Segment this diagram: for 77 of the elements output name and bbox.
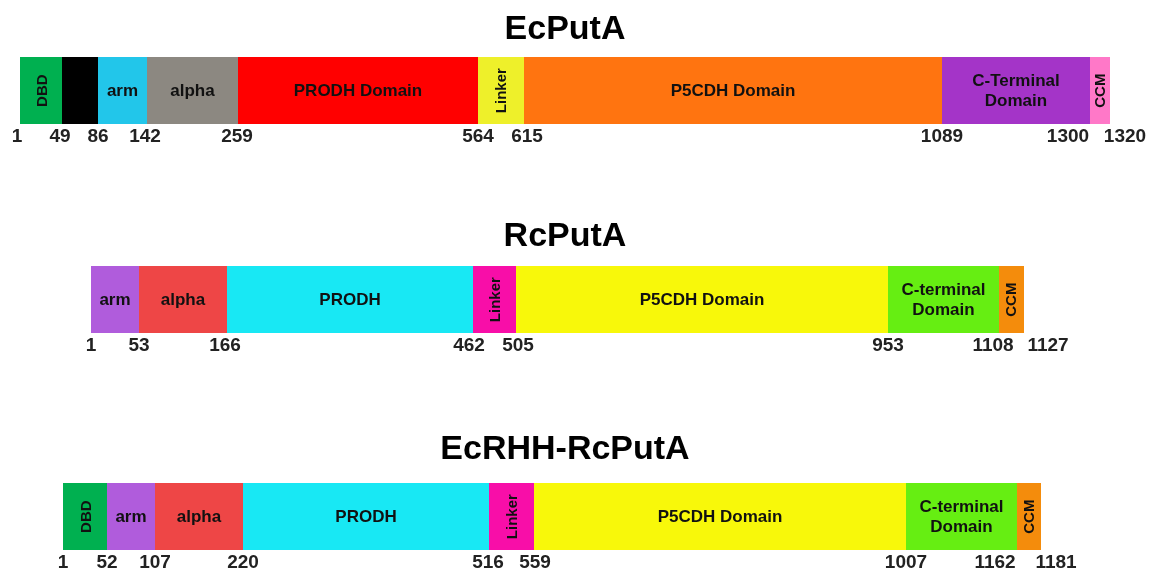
residue-number: 564 xyxy=(462,125,494,147)
domain-segment xyxy=(524,57,942,124)
residue-number: 142 xyxy=(129,125,161,147)
domain-segment xyxy=(1017,483,1041,550)
domain-label: alpha xyxy=(170,80,215,101)
residue-number: 259 xyxy=(221,125,253,147)
domain-label: arm xyxy=(115,506,147,527)
domain-segment xyxy=(1090,57,1110,124)
residue-number: 107 xyxy=(139,551,171,573)
domain-label: alpha xyxy=(160,289,206,310)
domain-label: C-terminal Domain xyxy=(918,496,1005,537)
residue-number: 52 xyxy=(96,551,118,573)
residue-number: 1300 xyxy=(1046,125,1090,147)
domain-segment xyxy=(888,266,999,333)
domain-segment xyxy=(91,266,139,333)
domain-segment xyxy=(98,57,147,124)
domain-label: alpha xyxy=(176,506,222,527)
residue-number: 559 xyxy=(519,551,551,573)
residue-number: 615 xyxy=(511,125,543,147)
domain-segment xyxy=(473,266,516,333)
vertical-domain-label: Linker xyxy=(492,68,510,113)
residue-number: 53 xyxy=(128,334,150,356)
residue-number: 1320 xyxy=(1103,125,1147,147)
residue-number: 953 xyxy=(872,334,904,356)
domain-segment xyxy=(478,57,524,124)
domain-bar xyxy=(62,57,98,124)
domain-label: P5CDH Domain xyxy=(657,506,783,527)
domain-label: P5CDH Domain xyxy=(670,80,796,101)
domain-label: PRODH xyxy=(335,506,397,527)
domain-segment xyxy=(534,483,906,550)
residue-number: 1127 xyxy=(1027,334,1069,356)
domain-segment xyxy=(147,57,238,124)
domain-label: PRODH xyxy=(319,289,381,310)
residue-number: 86 xyxy=(87,125,109,147)
domain-segment xyxy=(516,266,888,333)
protein-title: RcPutA xyxy=(503,215,627,254)
domain-label: arm xyxy=(106,80,139,101)
domain-segment xyxy=(942,57,1090,124)
domain-segment xyxy=(20,57,62,124)
residue-number: 166 xyxy=(209,334,241,356)
vertical-domain-label: Linker xyxy=(502,494,521,539)
residue-number: 462 xyxy=(453,334,485,356)
domain-segment xyxy=(63,483,107,550)
vertical-domain-label: DBD xyxy=(76,500,94,533)
residue-number: 1162 xyxy=(974,551,1016,573)
residue-number: 1007 xyxy=(884,551,928,573)
protein-title: EcRHH-RcPutA xyxy=(440,428,690,467)
residue-number: 1181 xyxy=(1035,551,1077,573)
domain-segment xyxy=(999,266,1024,333)
residue-number: 1108 xyxy=(972,334,1014,356)
residue-number: 505 xyxy=(502,334,534,356)
vertical-domain-label: DBD xyxy=(32,74,50,107)
domain-label: P5CDH Domain xyxy=(639,289,765,310)
domain-segment xyxy=(243,483,489,550)
residue-number: 516 xyxy=(472,551,504,573)
domain-segment xyxy=(107,483,155,550)
protein-title: EcPutA xyxy=(504,8,626,47)
domain-label: PRODH Domain xyxy=(293,80,423,101)
vertical-domain-label: CCM xyxy=(1020,499,1038,534)
domain-label: C-terminal Domain xyxy=(900,279,987,320)
domain-segment xyxy=(155,483,243,550)
domain-segment xyxy=(489,483,534,550)
vertical-domain-label: Linker xyxy=(485,277,504,322)
domain-segment xyxy=(227,266,473,333)
residue-number: 1089 xyxy=(920,125,964,147)
vertical-domain-label: CCM xyxy=(1091,73,1109,108)
domain-segment xyxy=(906,483,1017,550)
residue-number: 49 xyxy=(49,125,71,147)
vertical-domain-label: CCM xyxy=(1002,282,1021,317)
residue-number: 220 xyxy=(227,551,259,573)
residue-number: 1 xyxy=(57,551,69,573)
domain-label: C-Terminal Domain xyxy=(971,70,1061,111)
domain-segment xyxy=(139,266,227,333)
domain-label: arm xyxy=(99,289,131,310)
residue-number: 1 xyxy=(11,125,23,147)
residue-number: 1 xyxy=(85,334,97,356)
domain-segment xyxy=(238,57,478,124)
